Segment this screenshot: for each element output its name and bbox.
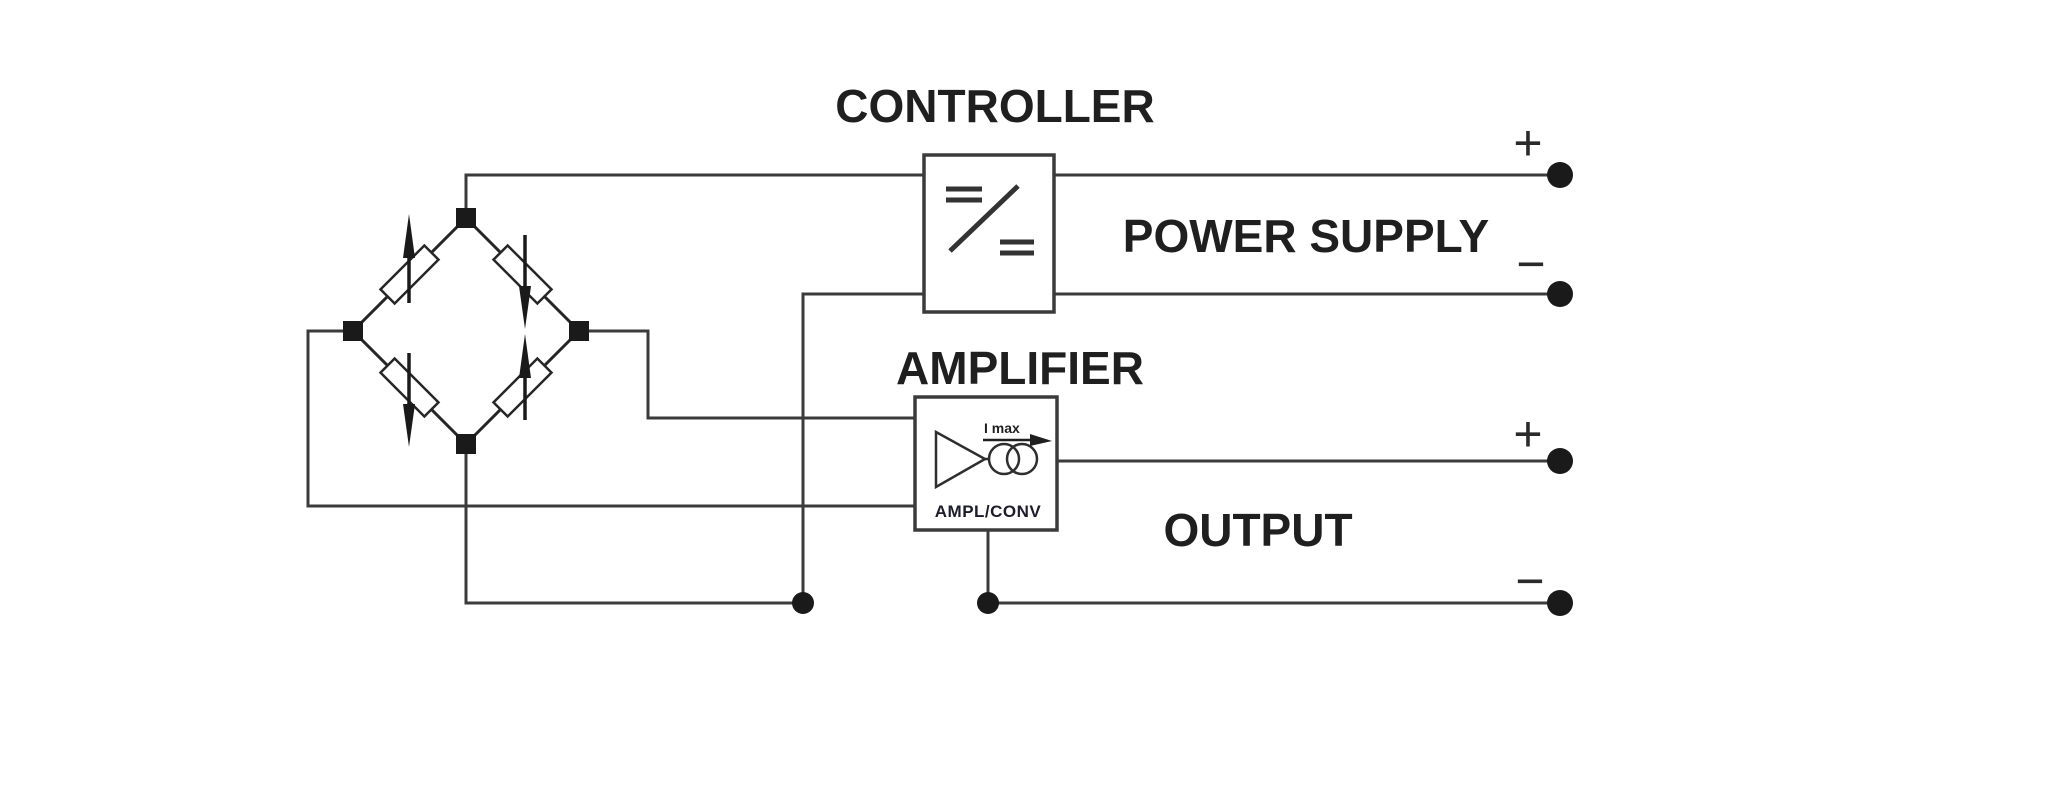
wire-bridge-common — [464, 444, 803, 605]
power-supply-terminals: POWER SUPPLY + − — [1123, 115, 1573, 307]
wire-power-plus — [464, 173, 1560, 218]
dc-dc-converter-icon — [946, 184, 1034, 256]
wire-signal-upper — [579, 329, 915, 420]
gauge-top-left-arrow-up-icon — [403, 214, 415, 303]
wire-signal-lower — [306, 329, 915, 508]
bridge-frame — [350, 215, 582, 447]
terminal-dot-power-minus — [1547, 281, 1573, 307]
ampl-conv-label: AMPL/CONV — [935, 502, 1042, 521]
bridge-node-left — [343, 321, 363, 341]
output-label: OUTPUT — [1163, 504, 1352, 556]
gauge-top-right-arrow-down-icon — [519, 235, 531, 329]
gauge-bottom-right-arrow-up-icon — [519, 334, 531, 420]
controller-box — [922, 153, 1056, 314]
output-terminals: OUTPUT + − — [1163, 406, 1573, 616]
power-plus-sign: + — [1513, 115, 1542, 171]
junction-dot-output-minus — [977, 592, 999, 614]
bridge-node-top — [456, 208, 476, 228]
gauge-bottom-left-arrow-down-icon — [403, 353, 415, 447]
controller-block: CONTROLLER — [835, 80, 1155, 314]
junction-dot-common — [792, 592, 814, 614]
output-minus-sign: − — [1515, 553, 1544, 609]
wire-power-minus — [801, 292, 1560, 603]
amplifier-block: AMPLIFIER I max AMPL/CONV — [896, 342, 1144, 532]
imax-arrow-icon — [983, 434, 1052, 446]
wheatstone-bridge — [343, 208, 589, 454]
amplifier-label: AMPLIFIER — [896, 342, 1144, 394]
wires — [306, 173, 1560, 605]
controller-label: CONTROLLER — [835, 80, 1154, 132]
terminal-dot-output-plus — [1547, 448, 1573, 474]
imax-label: I max — [984, 420, 1020, 436]
terminal-dot-power-plus — [1547, 162, 1573, 188]
amplifier-box — [913, 395, 1059, 532]
power-supply-label: POWER SUPPLY — [1123, 210, 1489, 262]
terminal-dot-output-minus — [1547, 590, 1573, 616]
bridge-node-bottom — [456, 434, 476, 454]
bridge-node-right — [569, 321, 589, 341]
gauge-bottom-right-resistor — [491, 356, 554, 419]
output-plus-sign: + — [1513, 406, 1542, 462]
power-minus-sign: − — [1516, 236, 1545, 292]
converter-circles-icon — [987, 442, 1039, 476]
gauge-top-right-resistor — [491, 243, 554, 306]
